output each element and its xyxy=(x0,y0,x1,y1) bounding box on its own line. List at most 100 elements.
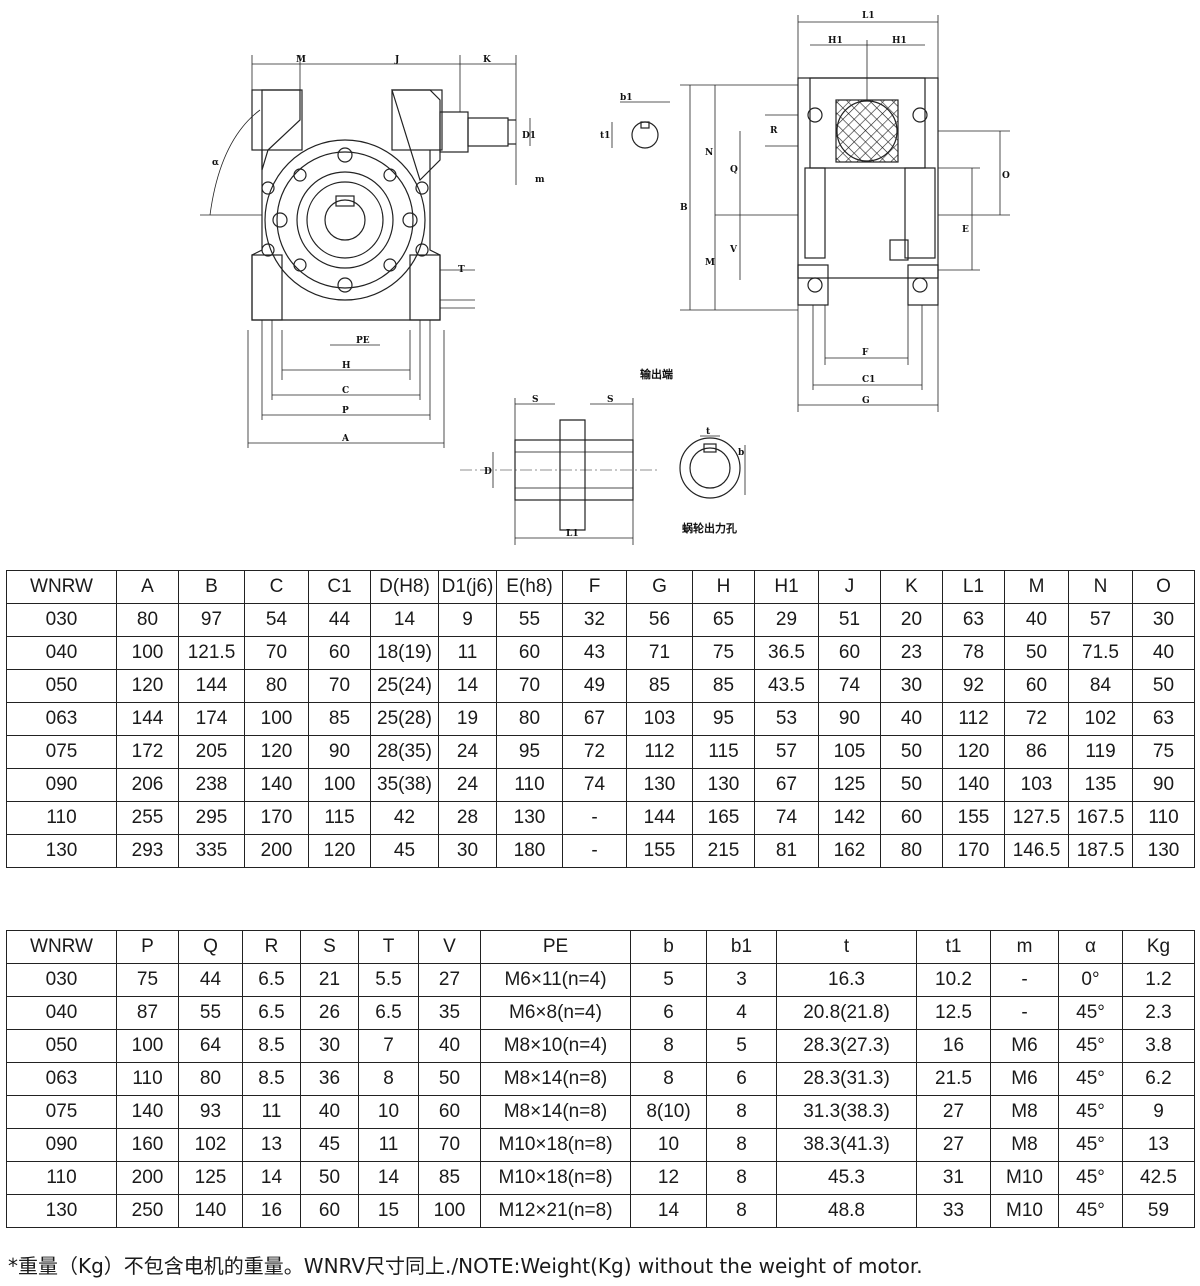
table-cell: 75 xyxy=(1132,735,1195,769)
table-cell: 45 xyxy=(370,834,439,868)
table-cell: 100 xyxy=(308,768,371,802)
table-cell: 40 xyxy=(418,1029,481,1063)
table-cell: 45° xyxy=(1058,1128,1123,1162)
table-cell: 50 xyxy=(880,735,943,769)
table-cell: 100 xyxy=(116,1029,179,1063)
header-cell: t xyxy=(776,930,917,964)
table-cell: 250 xyxy=(116,1194,179,1228)
table-cell: 31.3(38.3) xyxy=(776,1095,917,1129)
output-end-title: 输出端 xyxy=(640,367,673,381)
table-cell: 110 xyxy=(496,768,563,802)
table-cell: 40 xyxy=(300,1095,359,1129)
table-cell: 36 xyxy=(300,1062,359,1096)
header-cell: J xyxy=(818,570,881,604)
table-cell: 33 xyxy=(916,1194,991,1228)
table-cell: 142 xyxy=(818,801,881,835)
table-cell: 60 xyxy=(880,801,943,835)
table-cell: 85 xyxy=(626,669,693,703)
table-cell: 120 xyxy=(244,735,309,769)
table-cell: 120 xyxy=(116,669,179,703)
table-cell: 50 xyxy=(1132,669,1195,703)
table-cell: 38.3(41.3) xyxy=(776,1128,917,1162)
table-cell: 60 xyxy=(1004,669,1069,703)
table-cell: 45 xyxy=(300,1128,359,1162)
label-alpha: α xyxy=(212,158,219,168)
table-cell: 030 xyxy=(6,603,117,637)
table-cell: 40 xyxy=(1132,636,1195,670)
table-cell: 55 xyxy=(178,996,243,1030)
table-cell: 075 xyxy=(6,735,117,769)
label-g: G xyxy=(862,396,870,406)
table-cell: 74 xyxy=(818,669,881,703)
header-cell: b xyxy=(630,930,707,964)
label-a: A xyxy=(341,434,350,444)
table-cell: 45° xyxy=(1058,1062,1123,1096)
table-cell: 100 xyxy=(244,702,309,736)
table-cell: 85 xyxy=(418,1161,481,1195)
table-cell: 25(28) xyxy=(370,702,439,736)
table-cell: 090 xyxy=(6,1128,117,1162)
table-cell: 144 xyxy=(116,702,179,736)
table-cell: 167.5 xyxy=(1068,801,1133,835)
label-c1: C1 xyxy=(862,375,875,385)
table-cell: 3 xyxy=(706,963,777,997)
table-cell: 32 xyxy=(562,603,627,637)
table-cell: 63 xyxy=(942,603,1005,637)
table-cell: 6.2 xyxy=(1122,1062,1195,1096)
table-cell: 6 xyxy=(706,1062,777,1096)
label-h1-left: H1 xyxy=(828,36,843,46)
header-cell: A xyxy=(116,570,179,604)
table-cell: 075 xyxy=(6,1095,117,1129)
table-cell: 80 xyxy=(244,669,309,703)
table-cell: 27 xyxy=(916,1128,991,1162)
table-cell: 48.8 xyxy=(776,1194,917,1228)
table-cell: 53 xyxy=(754,702,819,736)
table-cell: 130 xyxy=(6,834,117,868)
table-cell: 55 xyxy=(496,603,563,637)
table-cell: 86 xyxy=(1004,735,1069,769)
table-cell: 45° xyxy=(1058,1095,1123,1129)
table-cell: 45° xyxy=(1058,1029,1123,1063)
table-cell: 040 xyxy=(6,636,117,670)
table-cell: 112 xyxy=(942,702,1005,736)
label-l1-shaft: L1 xyxy=(566,529,579,539)
table-cell: 71.5 xyxy=(1068,636,1133,670)
table-cell: 67 xyxy=(754,768,819,802)
table-cell: 16 xyxy=(242,1194,301,1228)
table-cell: 14 xyxy=(630,1194,707,1228)
table-cell: 60 xyxy=(496,636,563,670)
table-cell: 70 xyxy=(496,669,563,703)
table-cell: 120 xyxy=(308,834,371,868)
table-cell: 30 xyxy=(1132,603,1195,637)
table-cell: 125 xyxy=(818,768,881,802)
table-cell: 14 xyxy=(242,1161,301,1195)
table-cell: 84 xyxy=(1068,669,1133,703)
table-cell: 56 xyxy=(626,603,693,637)
table-cell: 11 xyxy=(358,1128,419,1162)
table-cell: 27 xyxy=(916,1095,991,1129)
label-d: D xyxy=(484,467,492,477)
table-cell: 80 xyxy=(496,702,563,736)
table-cell: 57 xyxy=(1068,603,1133,637)
table-cell: 97 xyxy=(178,603,245,637)
label-t1: t1 xyxy=(600,131,610,141)
table-cell: 75 xyxy=(116,963,179,997)
header-cell: F xyxy=(562,570,627,604)
table-cell: 187.5 xyxy=(1068,834,1133,868)
table-cell: 135 xyxy=(1068,768,1133,802)
header-cell: T xyxy=(358,930,419,964)
table-cell: 71 xyxy=(626,636,693,670)
header-cell: N xyxy=(1068,570,1133,604)
table-cell: 6 xyxy=(630,996,707,1030)
label-o: O xyxy=(1002,171,1010,181)
header-cell: D1(j6) xyxy=(438,570,497,604)
table-cell: 127.5 xyxy=(1004,801,1069,835)
table-cell: 14 xyxy=(358,1161,419,1195)
